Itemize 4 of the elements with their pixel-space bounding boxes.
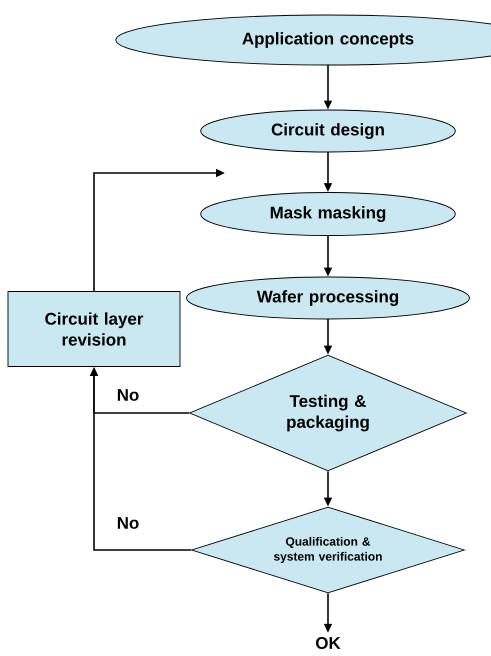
process-box: Circuit layer revision (8, 291, 180, 367)
edge-label: No (116, 388, 140, 402)
edge-label: No (116, 516, 140, 530)
end-label: OK (316, 637, 341, 649)
